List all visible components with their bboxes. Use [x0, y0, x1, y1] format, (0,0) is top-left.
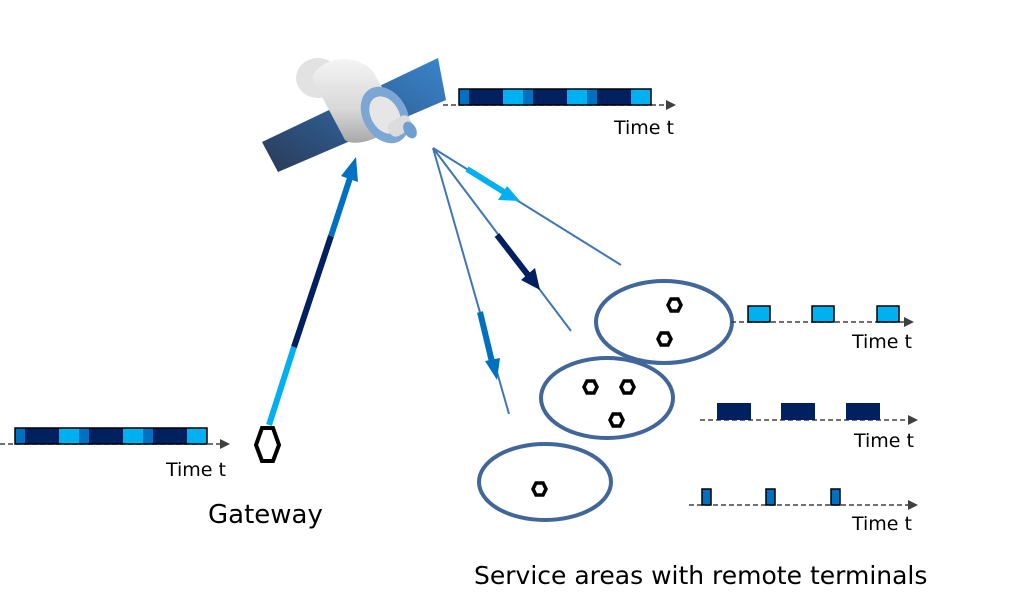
time-slot — [701, 488, 712, 506]
satellite-icon — [262, 58, 446, 172]
time-axis-label: Time t — [851, 513, 912, 535]
time-axis-label: Time t — [851, 331, 912, 353]
area-3-frame: Time t — [689, 488, 918, 535]
area-1-frame: Time t — [731, 305, 914, 353]
time-slot — [811, 305, 835, 323]
frame-segment-light-blue — [59, 428, 79, 444]
time-slot — [846, 403, 880, 420]
downlink-arrow-dark — [494, 233, 540, 290]
frame-segment-dark-navy — [597, 89, 631, 105]
time-axis-label: Time t — [613, 117, 674, 139]
frame-segment-dark-navy — [153, 428, 187, 444]
terminal-icon — [619, 379, 636, 395]
service-areas-caption: Service areas with remote terminals — [474, 561, 927, 590]
frame-segment-medium-blue — [523, 89, 533, 105]
service-area-1[interactable] — [594, 279, 734, 365]
frame-segment-light-blue — [187, 428, 207, 444]
frame-segment-light-blue — [123, 428, 143, 444]
frame-segment-light-blue — [631, 89, 651, 105]
time-axis-label: Time t — [853, 430, 914, 452]
frame-segment-medium-blue — [587, 89, 597, 105]
uplink-arrow — [266, 157, 358, 426]
frame-segment-dark-navy — [25, 428, 59, 444]
time-slot — [747, 305, 771, 323]
frame-segment-light-blue — [503, 89, 523, 105]
service-area-3[interactable] — [477, 442, 613, 522]
time-slot — [765, 488, 776, 506]
frame-segment-medium-blue — [15, 428, 25, 444]
gateway-label: Gateway — [208, 500, 323, 530]
frame-segment-dark-navy — [533, 89, 567, 105]
downlink-arrow-medium — [477, 311, 500, 380]
terminal-icon — [582, 379, 599, 395]
time-axis-label: Time t — [165, 459, 226, 481]
downlink-frame-multiplexed: Time t — [443, 88, 676, 139]
service-area-2[interactable] — [539, 356, 675, 440]
gateway-terminal-icon[interactable] — [253, 426, 282, 463]
frame-segment-medium-blue — [79, 428, 89, 444]
frame-segment-light-blue — [567, 89, 587, 105]
time-slot — [876, 305, 900, 323]
frame-border — [458, 88, 652, 106]
frame-segment-medium-blue — [143, 428, 153, 444]
gateway-frame-multiplexed: Time t — [0, 427, 230, 481]
frame-segment-dark-navy — [89, 428, 123, 444]
time-slot — [717, 403, 751, 420]
terminal-icon — [531, 481, 548, 497]
terminal-icon — [656, 331, 673, 347]
terminal-icon — [608, 412, 625, 428]
frame-segment-dark-navy — [469, 89, 503, 105]
downlink-arrow-light — [465, 166, 520, 201]
time-slot — [781, 403, 815, 420]
frame-segment-medium-blue — [459, 89, 469, 105]
time-slot — [830, 488, 841, 506]
frame-border — [14, 427, 208, 445]
area-2-frame: Time t — [700, 403, 918, 452]
terminal-icon — [666, 297, 683, 313]
